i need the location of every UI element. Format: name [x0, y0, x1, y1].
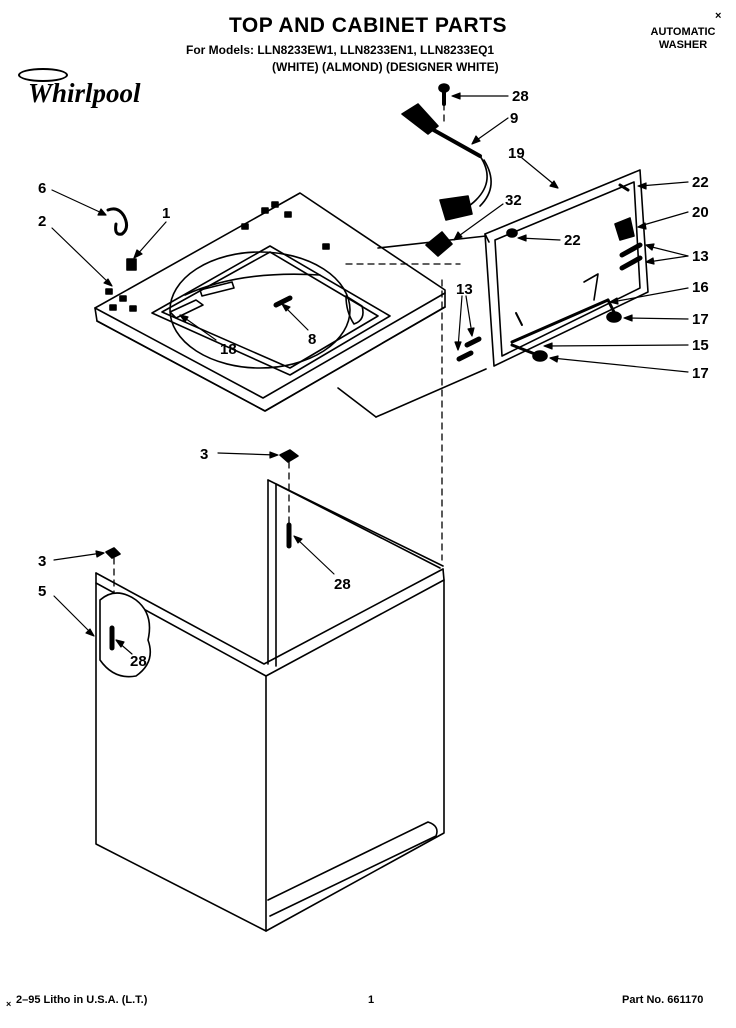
callout-9: 9	[510, 110, 518, 127]
callout-3-upper: 3	[200, 446, 208, 463]
page-number: 1	[368, 994, 375, 1006]
screw-13-pair-icon	[456, 336, 482, 362]
bolt-28-top-icon	[438, 83, 450, 106]
callout-18: 18	[220, 341, 237, 358]
litho-note: 2–95 Litho in U.S.A. (L.T.)	[16, 994, 148, 1006]
callout-8: 8	[308, 331, 316, 348]
callout-28-middle: 28	[334, 576, 351, 593]
bracket-3-lower-icon	[105, 547, 121, 559]
part-number: Part No. 661170	[622, 994, 704, 1006]
product-line-1: AUTOMATIC	[650, 26, 716, 38]
callout-13-left: 13	[456, 281, 473, 298]
callout-19: 19	[508, 145, 525, 162]
clip-1-icon	[126, 258, 137, 271]
callout-28-top: 28	[512, 88, 529, 105]
brand-logo: Whirlpool	[28, 78, 141, 108]
callout-22-right: 22	[692, 174, 709, 191]
callout-2: 2	[38, 213, 46, 230]
washer-lid	[484, 169, 649, 367]
callout-17-upper: 17	[692, 311, 709, 328]
clamp-6-icon	[106, 207, 129, 236]
callout-6: 6	[38, 180, 46, 197]
callout-5: 5	[38, 583, 46, 600]
callout-17-lower: 17	[692, 365, 709, 382]
callout-15: 15	[692, 337, 709, 354]
callout-13-right: 13	[692, 248, 709, 265]
callout-22-left: 22	[564, 232, 581, 249]
callout-1: 1	[162, 205, 170, 222]
corner-mark: ×	[715, 10, 722, 22]
bracket-3-upper-icon	[279, 449, 299, 463]
callout-3-lower: 3	[38, 553, 46, 570]
lid-switch-icon	[425, 231, 453, 257]
callout-leaders	[51, 92, 689, 655]
callout-labels: 28 9 19 32 22 20 22 13 16 17 15 17 13 6 …	[38, 88, 709, 670]
callout-28-lower: 28	[130, 653, 147, 670]
product-type: AUTOMATIC WASHER	[638, 26, 728, 52]
callout-16: 16	[692, 279, 709, 296]
product-line-2: WASHER	[658, 39, 708, 51]
wire-harness-icon	[401, 103, 492, 221]
callout-20: 20	[692, 204, 709, 221]
brand-swoosh-icon	[18, 68, 68, 82]
page-title: TOP AND CABINET PARTS	[228, 14, 508, 37]
models-line: For Models: LLN8233EW1, LLN8233EN1, LLN8…	[186, 43, 495, 57]
washer-cabinet	[95, 479, 445, 932]
bolt-8-icon	[273, 295, 293, 308]
litho-mark: ×	[6, 999, 12, 1009]
alignment-guides	[113, 103, 461, 593]
washer-top-panel	[94, 192, 446, 412]
colors-line: (WHITE) (ALMOND) (DESIGNER WHITE)	[272, 60, 499, 74]
callout-32: 32	[505, 192, 522, 209]
